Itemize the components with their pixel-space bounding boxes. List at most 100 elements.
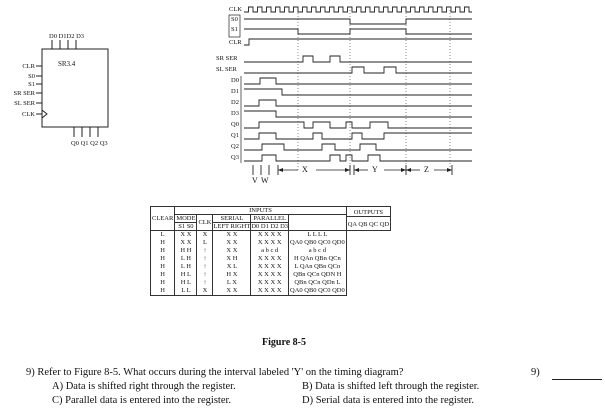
chip-name: SR3.4 — [58, 60, 76, 68]
table-cell: X — [202, 287, 208, 294]
th-mode-label: MODE — [176, 215, 196, 222]
table-cell: L X — [226, 279, 237, 286]
interval-x: X — [302, 165, 308, 174]
wave-d2 — [244, 99, 472, 107]
sig-label-d2: D2 — [231, 99, 239, 106]
option-c[interactable]: C) Parallel data is entered into the reg… — [52, 395, 232, 406]
pin-label-s1: S1 — [28, 81, 35, 88]
pin-label-clk: CLK — [22, 111, 35, 118]
pin-label-clr: CLR — [22, 63, 35, 70]
sig-label-s1: S1 — [231, 26, 238, 33]
wave-d1 — [244, 88, 472, 96]
interval-y: Y — [372, 165, 378, 174]
wave-clk — [244, 6, 472, 13]
answer-line[interactable] — [552, 379, 602, 380]
table-cell: X X — [226, 287, 238, 294]
table-cell: X X X X — [257, 255, 282, 262]
table-cell: QBn QCn QDN H — [293, 271, 342, 278]
table-cell: H — [160, 247, 165, 254]
chip-graphic — [36, 40, 109, 137]
table-cell: H — [160, 255, 165, 262]
table-cell: a b c d — [308, 247, 326, 254]
wave-slser — [244, 66, 472, 74]
sig-label-d0: D0 — [231, 77, 239, 84]
th-outputs-sub: OUTPUTS QA QB QC QD — [345, 206, 392, 231]
pin-label-slser: SL SER — [14, 100, 35, 107]
th-parallel-sub: D0 D1 D2 D3 — [251, 222, 289, 230]
function-table: CLEAR INPUTS OUTPUTS QA QB QC QD MODE S1… — [149, 206, 392, 296]
table-cell: H QAn QBn QCn — [293, 255, 341, 262]
wave-s1 — [244, 28, 472, 35]
chip-body — [41, 48, 109, 128]
th-outputs-cols: QA QB QC QD — [347, 221, 390, 228]
table-cell: H — [160, 279, 165, 286]
table-cell: X X — [226, 231, 238, 238]
table-cell: L H — [180, 255, 191, 262]
table-cell: X L — [226, 263, 238, 270]
table-cell: X X X X — [257, 271, 282, 278]
sig-label-q2: Q2 — [231, 143, 239, 150]
table-cell: X X X X — [257, 231, 282, 238]
wave-q3 — [244, 154, 472, 162]
th-serial: SERIAL LEFT RIGHT — [212, 214, 252, 231]
table-cell: QA0 QB0 QC0 QD0 — [290, 239, 345, 246]
question-text: 9) Refer to Figure 8-5. What occurs duri… — [26, 367, 404, 378]
sig-label-clr: CLR — [229, 39, 242, 46]
table-cell: X X — [180, 231, 192, 238]
table-cell: ↑ — [203, 255, 207, 262]
figure-caption: Figure 8-5 — [262, 337, 306, 348]
table-cell: X X X X — [257, 279, 282, 286]
table-cell: H L — [180, 271, 192, 278]
sig-label-d1: D1 — [231, 88, 239, 95]
table-cell: X — [202, 231, 208, 238]
option-b[interactable]: B) Data is shifted left through the regi… — [302, 381, 480, 392]
sig-label-slser: SL SER — [216, 66, 237, 73]
option-d[interactable]: D) Serial data is entered into the regis… — [302, 395, 475, 406]
table-cell: L QAn QBn QCn — [294, 263, 341, 270]
option-a[interactable]: A) Data is shifted right through the reg… — [52, 381, 236, 392]
table-cell: QBn QCn QDn L — [294, 279, 341, 286]
wave-q0 — [244, 121, 472, 129]
data-inputs-label: D0 D1D2 D3 — [49, 33, 85, 40]
sig-label-d3: D3 — [231, 110, 239, 117]
th-serial-sub: LEFT RIGHT — [213, 222, 251, 230]
wave-s0 — [244, 18, 472, 25]
clock-triangle — [41, 109, 48, 119]
table-cell: QA0 QB0 QC0 QD0 — [290, 287, 345, 294]
table-cell: H — [160, 239, 165, 246]
pin-label-s0: S0 — [28, 73, 35, 80]
table-cell: X X X X — [257, 239, 282, 246]
table-cell: L — [202, 239, 207, 246]
th-serial-label: SERIAL — [220, 215, 244, 222]
th-clk: CLK — [196, 214, 214, 231]
table-cell: H — [160, 287, 165, 294]
timing-waveforms — [228, 6, 472, 175]
wave-d0 — [244, 77, 472, 85]
table-cell: X H — [226, 255, 238, 262]
table-cell: X X — [180, 239, 192, 246]
table-cell: H L — [180, 279, 192, 286]
th-parallel: PARALLEL D0 D1 D2 D3 — [250, 214, 290, 231]
table-cell: X X — [226, 239, 238, 246]
table-cell: L — [160, 231, 165, 238]
th-mode-sub: S1 S0 — [175, 222, 197, 230]
th-clear: CLEAR — [149, 206, 176, 231]
table-cell: H — [160, 271, 165, 278]
sig-label-q1: Q1 — [231, 132, 239, 139]
th-inputs: INPUTS — [174, 206, 347, 215]
table-cell: X X — [226, 247, 238, 254]
marker-w: W — [261, 176, 269, 185]
wave-q2 — [244, 143, 472, 151]
interval-z: Z — [424, 165, 429, 174]
wave-clr — [244, 38, 472, 46]
table-cell: ↑ — [203, 263, 207, 270]
table-cell: H X — [226, 271, 238, 278]
th-parallel-label: PARALLEL — [253, 215, 286, 222]
